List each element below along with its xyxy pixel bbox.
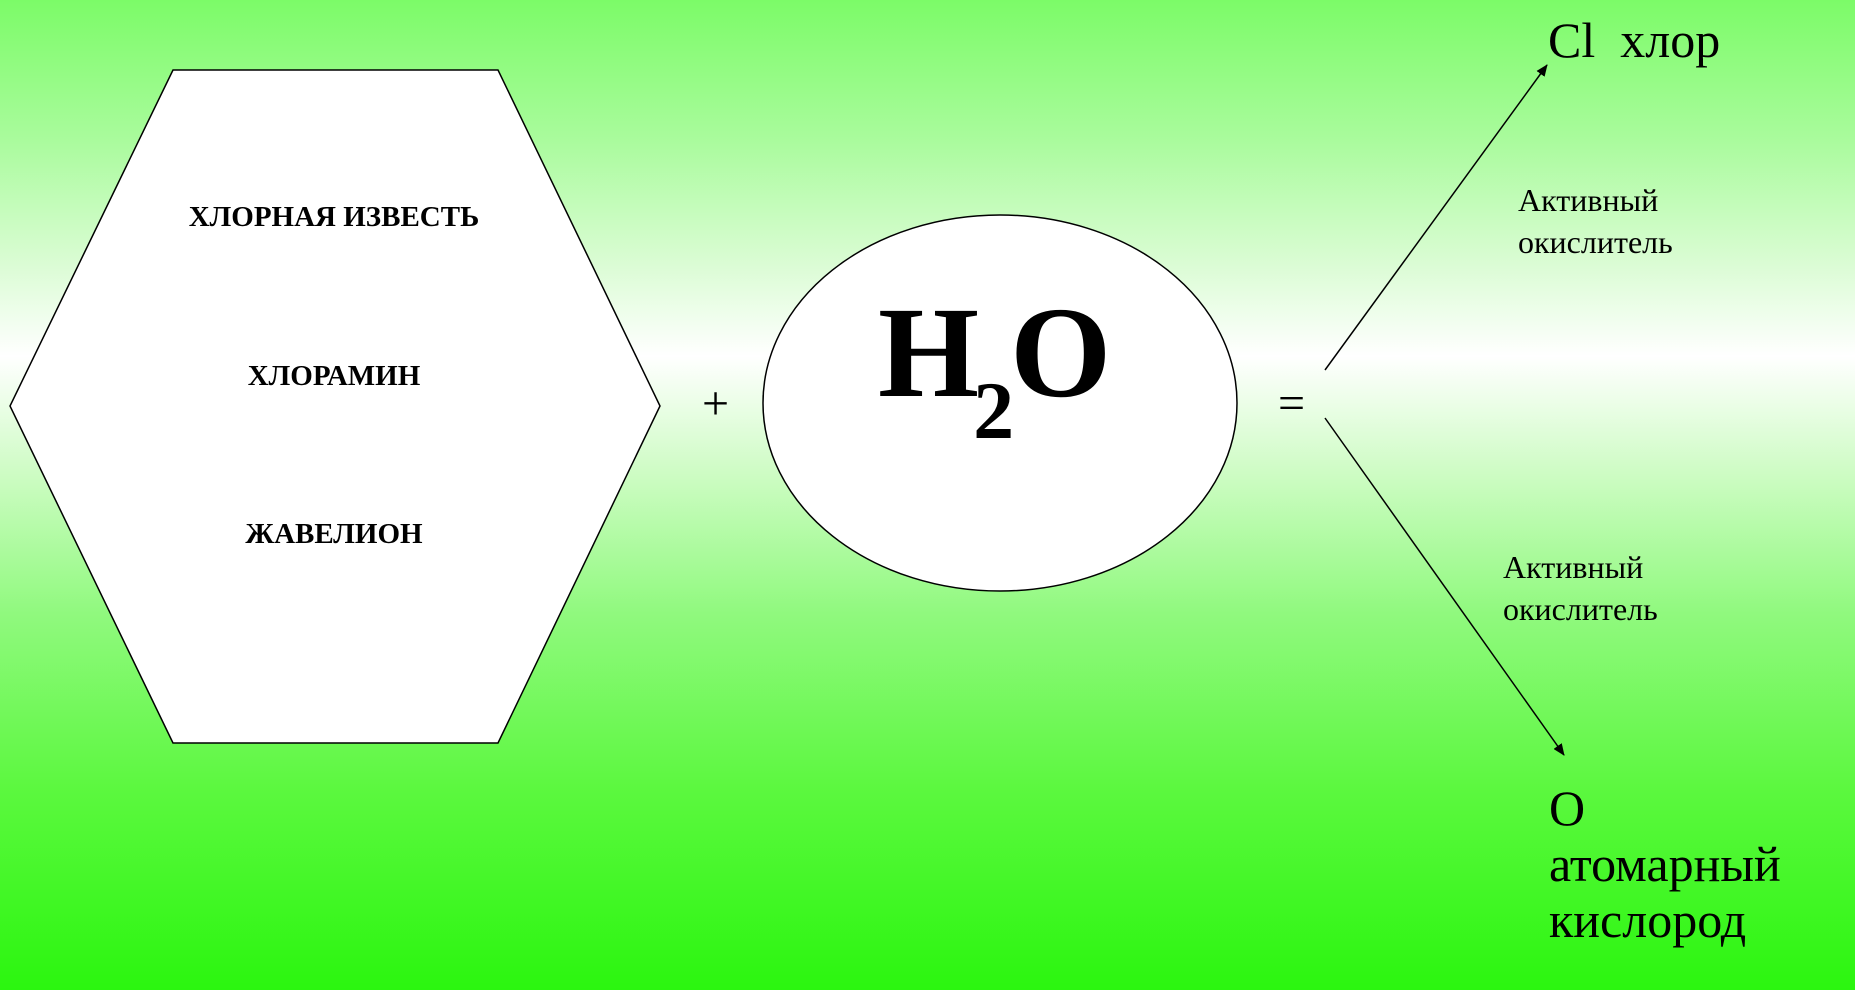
oxidizer-note-lower-line1: Активный	[1503, 549, 1644, 585]
product-oxygen-symbol: O	[1549, 780, 1586, 836]
product-chlorine: Cl хлор	[1548, 12, 1721, 68]
water-formula: H2O	[878, 288, 1111, 452]
oxidizer-note-lower-line2: окислитель	[1503, 590, 1658, 627]
plus-sign: +	[702, 377, 730, 430]
product-oxygen: O атомарный кислород	[1549, 780, 1781, 948]
reagent-label-chlorinated-lime: ХЛОРНАЯ ИЗВЕСТЬ	[188, 201, 480, 233]
product-oxygen-line2: атомарный	[1549, 836, 1781, 892]
formula-hydrogen: H	[878, 281, 980, 425]
reagent-label-javelion: ЖАВЕЛИОН	[245, 518, 423, 550]
arrow-to-oxygen	[1324, 417, 1565, 756]
formula-subscript: 2	[973, 365, 1015, 456]
oxidizer-note-upper-line1: Активный	[1518, 182, 1659, 218]
reagents-hexagon	[9, 69, 661, 744]
arrow-to-chlorine	[1324, 64, 1548, 371]
equals-sign: =	[1278, 377, 1306, 430]
oxidizer-note-upper-line2: окислитель	[1518, 223, 1673, 260]
reagent-label-chloramine: ХЛОРАМИН	[247, 360, 421, 392]
oxidizer-note-upper: Активный окислитель	[1518, 180, 1673, 263]
product-oxygen-line3: кислород	[1549, 892, 1747, 948]
formula-oxygen: O	[1010, 281, 1112, 425]
water-ellipse	[762, 214, 1238, 592]
oxidizer-note-lower: Активный окислитель	[1503, 547, 1658, 630]
